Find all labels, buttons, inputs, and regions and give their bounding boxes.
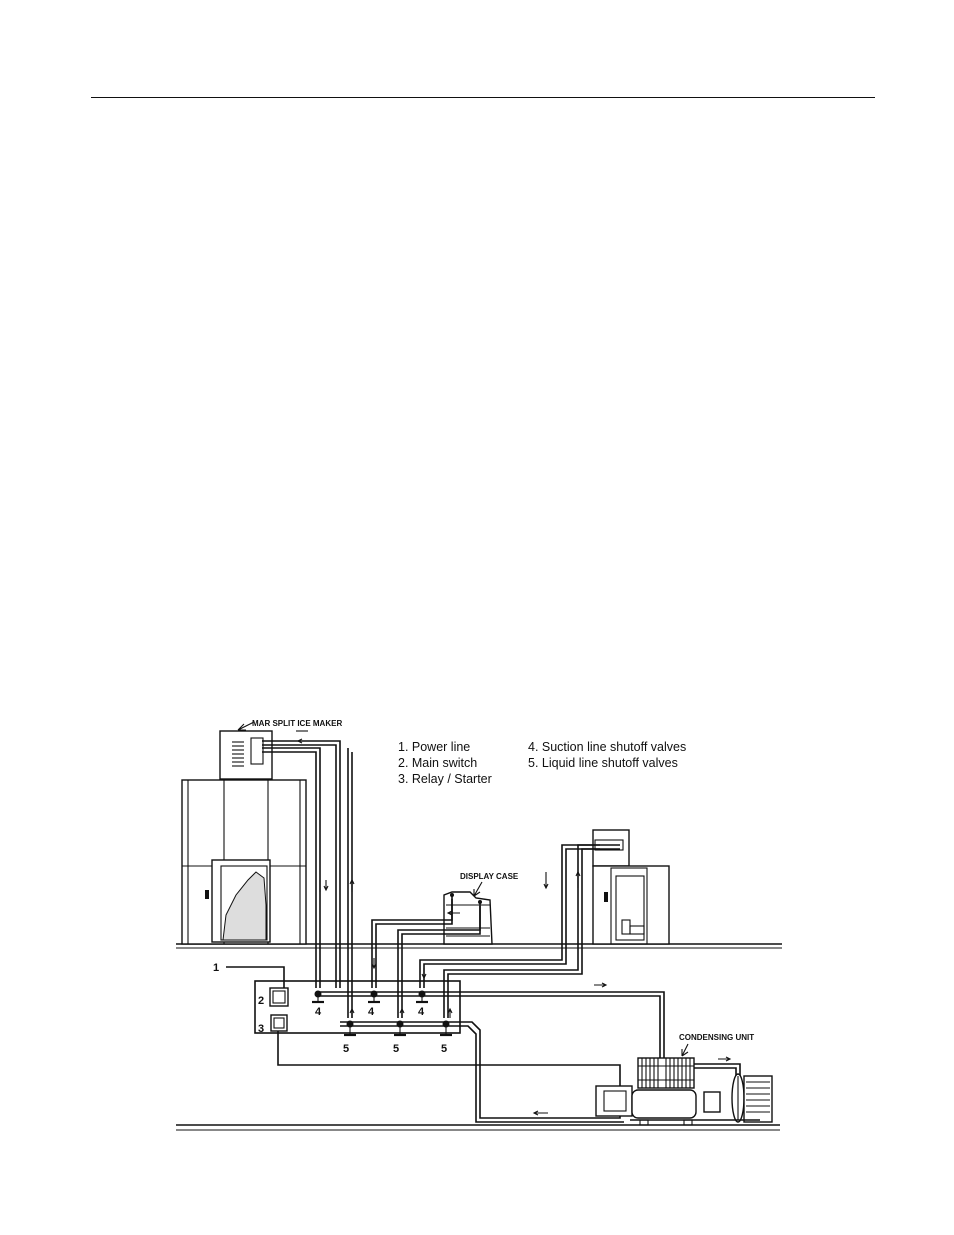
- callout-main-switch: 2: [258, 995, 264, 1007]
- callout-liquid-valve: 5: [343, 1043, 349, 1055]
- flow-arrows: [296, 738, 732, 1116]
- legend-item: 1. Power line: [398, 740, 470, 754]
- legend-item: 4. Suction line shutoff valves: [528, 740, 686, 754]
- ice-maker-caption: MAR SPLIT ICE MAKER: [252, 719, 342, 728]
- ice-maker-lines: [262, 730, 353, 1018]
- main-switch-icon: [269, 987, 289, 1007]
- legend-item: 3. Relay / Starter: [398, 772, 492, 786]
- legend-item: 2. Main switch: [398, 756, 477, 770]
- vent-grille-icon: [232, 741, 244, 767]
- caption-pointers: [237, 721, 689, 1057]
- condensing-unit: [595, 1057, 773, 1126]
- callout-suction-valve: 4: [418, 1006, 425, 1018]
- cooling-fins-icon: [637, 1057, 695, 1089]
- condensing-unit-caption: CONDENSING UNIT: [679, 1033, 754, 1042]
- callout-relay-starter: 3: [258, 1023, 264, 1035]
- header-rule: [91, 97, 875, 98]
- display-case-caption: DISPLAY CASE: [460, 872, 519, 881]
- callout-liquid-valve: 5: [393, 1043, 399, 1055]
- ice-maker-head: [219, 730, 273, 780]
- callout-power-line: 1: [213, 962, 219, 974]
- legend: 1. Power line 2. Main switch 3. Relay / …: [398, 740, 686, 786]
- liquid-valve-icon: [344, 1020, 452, 1037]
- power-line: [226, 966, 621, 1088]
- ice-storage-bin: [181, 779, 307, 945]
- callout-liquid-valve: 5: [441, 1043, 447, 1055]
- electrical-panel: [254, 980, 461, 1034]
- lower-floor: [176, 1124, 780, 1131]
- fan-icon: [731, 1073, 745, 1123]
- walk-in-cooler: [592, 829, 670, 945]
- legend-item: 5. Liquid line shutoff valves: [528, 756, 678, 770]
- suction-valve-icon: [312, 990, 428, 1004]
- callout-suction-valve: 4: [368, 1006, 375, 1018]
- liquid-header: [340, 1021, 624, 1123]
- suction-header: [316, 991, 665, 1060]
- relay-starter-icon: [270, 1014, 288, 1032]
- callout-suction-valve: 4: [315, 1006, 322, 1018]
